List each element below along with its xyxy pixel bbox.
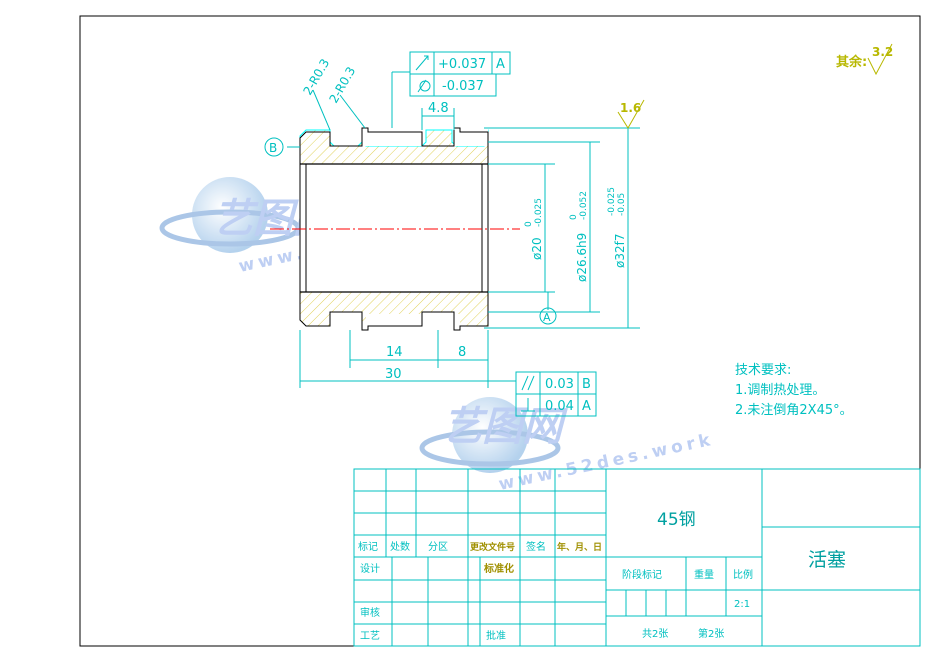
bore-roughness-value: 1.6: [620, 101, 641, 115]
chamfer-note-2: 2-R0.3: [300, 56, 332, 97]
dim-dia-20: ø20: [530, 237, 544, 260]
parallel-datum: B: [582, 377, 591, 392]
sheet-number: 第2张: [698, 627, 724, 640]
datum-b-label: B: [269, 141, 277, 155]
dim-30: 30: [385, 367, 402, 382]
dim-dia-32-lower: -0.05: [617, 193, 627, 216]
label-stage-mark: 阶段标记: [622, 568, 662, 581]
label-standardize: 标准化: [483, 562, 514, 575]
surface-finish-rest: 其余: 3.2: [836, 43, 893, 76]
runout-datum: A: [496, 57, 505, 72]
dim-dia-26-lower: -0.052: [579, 191, 589, 220]
scale-value: 2:1: [734, 599, 750, 610]
tech-req-item-2: 2.未注倒角2X45°。: [735, 403, 853, 418]
part-section: [270, 126, 520, 331]
datum-a: A: [539, 307, 557, 325]
dim-dia-20-upper: 0: [524, 221, 534, 227]
tech-req-title: 技术要求:: [735, 363, 791, 378]
label-date: 年、月、日: [557, 541, 602, 553]
label-approve: 批准: [486, 629, 506, 642]
label-weight: 重量: [694, 568, 714, 581]
rest-label: 其余:: [836, 54, 867, 70]
dim-14: 14: [386, 345, 403, 360]
cylindricity-value: -0.037: [442, 79, 484, 94]
tolerance-frame-top: [409, 51, 511, 97]
dim-dia-26-upper: 0: [569, 214, 579, 220]
sheets-total: 共2张: [642, 628, 668, 640]
title-block: [353, 468, 921, 647]
perpendicular-value: 0.04: [545, 399, 574, 414]
label-mark: 标记: [358, 541, 378, 553]
label-change-doc: 更改文件号: [470, 541, 515, 553]
datum-a-label: A: [543, 311, 551, 324]
parallel-value: 0.03: [545, 377, 574, 392]
rest-roughness-value: 3.2: [872, 45, 893, 59]
dim-groove-width: 4.8: [428, 101, 449, 116]
dim-dia-26: ø26.6h9: [575, 233, 589, 282]
dimension-lines: [287, 71, 640, 388]
label-scale: 比例: [733, 568, 753, 581]
dim-dia-20-lower: -0.025: [534, 198, 544, 227]
label-review: 审核: [360, 606, 380, 619]
datum-b: B: [264, 137, 284, 157]
label-count: 处数: [390, 540, 410, 553]
title-block-text: 45钢 活塞 标记 处数 分区 更改文件号 签名 年、月、日 设计 标准化 审核…: [358, 510, 846, 642]
tolerance-frame-bottom: [515, 371, 597, 417]
watermark-brand-text-2: 艺图网: [439, 403, 572, 450]
dim-dia-32-upper: -0.025: [607, 187, 617, 216]
label-design: 设计: [360, 562, 380, 575]
label-signature: 签名: [526, 540, 546, 553]
dim-dia-32: ø32f7: [613, 234, 627, 268]
part-name-text: 活塞: [808, 549, 846, 571]
material-text: 45钢: [657, 510, 696, 530]
chamfer-note-1: 2-R0.3: [326, 64, 358, 105]
perpendicular-datum: A: [582, 399, 591, 414]
tech-req-item-1: 1.调制热处理。: [735, 383, 825, 398]
tech-requirements: 技术要求: 1.调制热处理。 2.未注倒角2X45°。: [735, 363, 853, 418]
dim-8: 8: [458, 345, 466, 360]
label-zone: 分区: [428, 541, 448, 553]
surface-finish-bore: 1.6: [617, 99, 645, 129]
label-process: 工艺: [360, 630, 380, 642]
runout-value: +0.037: [438, 57, 486, 72]
